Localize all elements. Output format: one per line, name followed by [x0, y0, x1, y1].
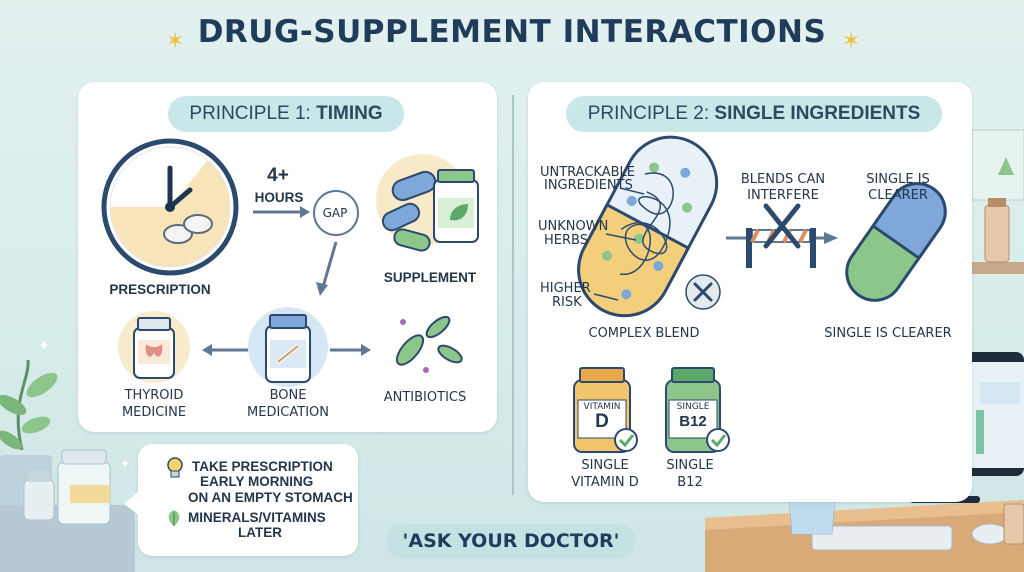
higher-line1: HIGHER	[540, 281, 591, 296]
svg-text:✦: ✦	[38, 337, 50, 353]
single-clearer-top-line2: CLEARER	[868, 188, 928, 203]
tip2-line2: LATER	[238, 525, 282, 540]
lightbulb-icon	[167, 457, 183, 478]
principle2-bold: SINGLE INGREDIENTS	[714, 103, 921, 124]
leaf-icon	[168, 510, 180, 526]
ask-doctor-banner: 'ASK YOUR DOCTOR'	[386, 524, 636, 558]
bone-bottle-icon	[265, 314, 311, 383]
bacteria-icon	[395, 315, 463, 373]
gap-hours-value: 4+	[267, 165, 289, 186]
thyroid-label-line1: THYROID	[124, 388, 184, 403]
vitd-bottle-line1: VITAMIN	[583, 402, 621, 412]
complex-blend-label: COMPLEX BLEND	[588, 326, 700, 341]
unknown-line2: HERBS	[544, 233, 588, 248]
bubble-tail	[124, 490, 140, 516]
pills-icon	[381, 170, 437, 252]
check-icon	[706, 428, 730, 452]
sparkle-icon: ✶	[842, 28, 861, 53]
untrackable-line1: UNTRACKABLE	[540, 165, 635, 180]
vitd-caption-line1: SINGLE	[581, 458, 629, 473]
single-clearer-top-line1: SINGLE IS	[866, 172, 930, 187]
principle1-pill: PRINCIPLE 1: TIMING	[168, 96, 404, 132]
principle1-prefix: PRINCIPLE 1:	[189, 103, 317, 124]
vitd-bottle-line2: D	[595, 411, 609, 432]
supplement-bottle-icon	[433, 169, 479, 243]
b12-caption-line2: B12	[677, 475, 703, 490]
tip1-line2: EARLY MORNING	[200, 474, 314, 489]
barrier-icon	[726, 203, 838, 268]
gap-hours-unit: HOURS	[254, 190, 304, 205]
principle2-graphics	[573, 135, 947, 453]
blends-line2: INTERFERE	[747, 188, 819, 203]
bone-label-line1: BONE	[269, 388, 307, 403]
principle1-bold: TIMING	[316, 103, 383, 124]
gap-label: GAP	[322, 206, 348, 220]
capsule-icon	[845, 182, 947, 302]
svg-text:✦: ✦	[120, 457, 130, 471]
page-title: DRUG-SUPPLEMENT INTERACTIONS	[197, 14, 827, 50]
b12-caption-line1: SINGLE	[666, 458, 714, 473]
sparkle-icon: ✶	[166, 28, 185, 53]
single-clearer-bottom-label: SINGLE IS CLEARER	[824, 326, 952, 341]
supplement-label: SUPPLEMENT	[383, 270, 477, 285]
check-icon	[614, 428, 638, 452]
vitd-caption-line2: VITAMIN D	[571, 475, 639, 490]
higher-line2: RISK	[552, 295, 582, 310]
prescription-label: PRESCRIPTION	[109, 282, 211, 297]
blends-line1: BLENDS CAN	[740, 172, 826, 187]
principle2-pill: PRINCIPLE 2: SINGLE INGREDIENTS	[566, 96, 942, 132]
panel-divider	[512, 95, 514, 495]
antibiotics-label: ANTIBIOTICS	[383, 390, 467, 405]
principle2-prefix: PRINCIPLE 2:	[587, 103, 715, 124]
thyroid-label-line2: MEDICINE	[121, 405, 187, 420]
tip2-line1: MINERALS/VITAMINS	[188, 510, 326, 525]
blend-capsule-icon	[577, 135, 719, 318]
untrackable-line2: INGREDIENTS	[544, 178, 633, 193]
unknown-line1: UNKNOWN	[538, 219, 609, 234]
bottle-decor-icon	[23, 449, 111, 525]
principle1-graphics	[101, 138, 479, 387]
clock-icon	[101, 138, 239, 276]
b12-bottle-line1: SINGLE	[676, 402, 710, 412]
tip1-line3: ON AN EMPTY STOMACH	[188, 490, 353, 505]
bone-label-line2: MEDICATION	[247, 405, 329, 420]
b12-bottle-icon	[665, 367, 721, 453]
thyroid-bottle-icon	[133, 317, 175, 379]
tip1-line1: TAKE PRESCRIPTION	[192, 459, 333, 474]
x-icon	[685, 274, 721, 310]
b12-bottle-line2: B12	[679, 413, 707, 430]
